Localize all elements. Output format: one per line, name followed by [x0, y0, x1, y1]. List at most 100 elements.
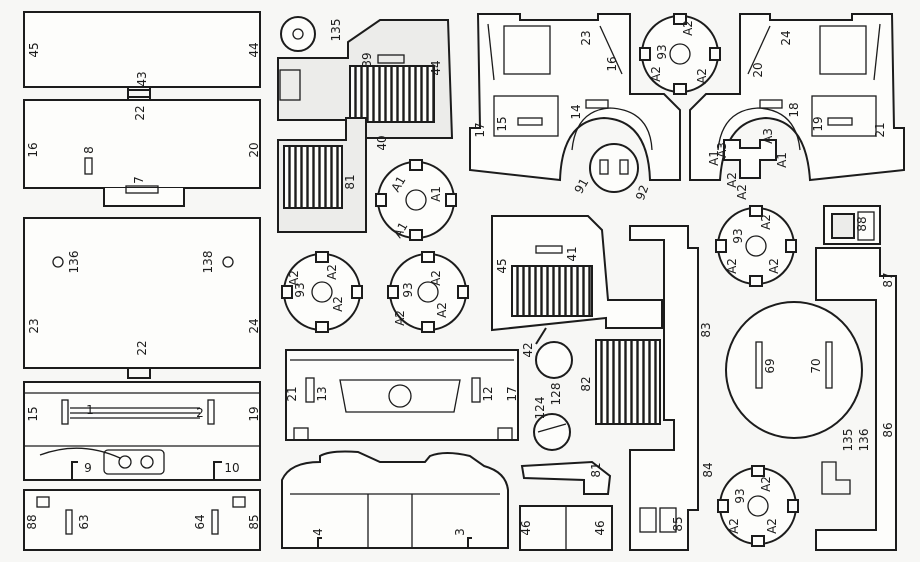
part-number-label: A2 — [765, 518, 779, 534]
part-number-label: 21 — [873, 122, 887, 137]
part-number-label: 88 — [855, 216, 869, 231]
part-number-label: 81 — [343, 174, 357, 189]
part-number-label: A2 — [331, 296, 345, 312]
part-number-label: 46 — [593, 520, 607, 535]
part-rim-91-92: 91 92 — [572, 143, 651, 202]
part-number-label: A1 — [391, 220, 411, 241]
part-number-label: A2 — [759, 476, 773, 492]
part-frame-83-84: 83 84 85 — [629, 225, 715, 551]
part-number-label: 44 — [247, 42, 261, 57]
part-number-label: 20 — [247, 142, 261, 157]
part-round-plate-69-70: 69 70 — [725, 301, 863, 439]
part-number-label: 22 — [133, 105, 147, 120]
part-grille-82: 82 — [579, 339, 661, 425]
part-number-label: 24 — [779, 30, 793, 45]
part-number-label: 21 — [285, 386, 299, 401]
part-number-label: 70 — [809, 358, 823, 373]
part-number-label: 13 — [315, 386, 329, 401]
part-base-strip: 88 63 64 85 — [23, 489, 261, 551]
part-number-label: 23 — [579, 30, 593, 45]
part-number-label: 1 — [86, 403, 94, 417]
part-dashboard: 21 13 12 17 — [285, 349, 519, 441]
part-number-label: 41 — [565, 246, 579, 261]
part-number-label: 124 — [533, 397, 547, 420]
part-number-label: 88 — [25, 514, 39, 529]
part-number-label: 63 — [77, 514, 91, 529]
part-rear-wall: 22 16 20 8 7 — [23, 89, 261, 207]
part-number-label: 16 — [26, 142, 40, 157]
part-number-label: A2 — [435, 302, 449, 318]
part-right-door: 24 20 18 19 21 — [689, 13, 905, 182]
part-wheel-left-1: 93 A2 A2 A2 — [281, 251, 363, 333]
part-number-label: 9 — [84, 461, 92, 475]
part-hood-panel: 45 41 — [491, 215, 663, 332]
part-number-label: 42 — [521, 342, 535, 357]
part-number-label: 84 — [701, 462, 715, 477]
part-wheel-a1: A1 A1 A1 — [375, 159, 457, 241]
part-wheel-left-2: 93 A2 A2 A2 — [387, 251, 469, 333]
part-lamp-124-128: 42 124 128 — [521, 327, 573, 451]
part-number-label: 93 — [655, 44, 669, 59]
part-number-label: 7 — [132, 176, 146, 184]
part-number-label: 3 — [453, 528, 467, 536]
part-number-label: 2 — [196, 406, 204, 420]
part-number-label: 15 — [26, 406, 40, 421]
part-number-label: 136 — [67, 251, 81, 274]
part-number-label: A2 — [287, 270, 301, 286]
part-number-label: 19 — [247, 406, 261, 421]
part-number-label: 18 — [787, 102, 801, 117]
part-number-label: 82 — [579, 376, 593, 391]
part-number-label: A2 — [735, 184, 749, 200]
part-number-label: A2 — [767, 258, 781, 274]
part-number-label: A2 — [695, 68, 709, 84]
part-number-label: 17 — [505, 386, 519, 401]
part-wheel-right-upper: 93 A2 A2 A2 — [715, 205, 797, 287]
part-wheel-top-center: 93 A2 A2 A2 — [639, 13, 721, 95]
part-fender-chassis: 4 3 — [281, 450, 509, 549]
part-number-label: 12 — [481, 386, 495, 401]
part-number-label: 23 — [27, 318, 41, 333]
part-number-label: A1 — [389, 174, 409, 195]
part-number-label: A2 — [725, 172, 739, 188]
part-number-label: 46 — [519, 520, 533, 535]
part-number-label: A2 — [681, 20, 695, 36]
part-rear-grille-panel: 39 44 40 — [277, 19, 454, 151]
part-number-label: 15 — [495, 116, 509, 131]
part-number-label: 93 — [733, 488, 747, 503]
part-number-label: A2 — [393, 310, 407, 326]
part-number-label: A2 — [429, 270, 443, 286]
part-number-label: 93 — [293, 282, 307, 297]
part-seat-88: 88 — [823, 205, 881, 245]
part-number-label: 8 — [82, 146, 96, 154]
part-number-label: 128 — [549, 383, 563, 406]
part-left-door: 23 16 17 15 14 — [469, 13, 681, 182]
part-number-label: 20 — [751, 62, 765, 77]
part-number-label: 92 — [633, 183, 651, 202]
part-number-label: 85 — [247, 514, 261, 529]
part-number-label: 16 — [605, 56, 619, 71]
part-number-label: 22 — [135, 340, 149, 355]
part-number-label: 39 — [360, 52, 374, 67]
part-number-label: 64 — [193, 514, 207, 529]
part-wheel-right-lower: 93 A2 A2 A2 — [717, 465, 799, 547]
part-number-label: 40 — [375, 135, 389, 150]
part-number-label: 4 — [311, 528, 325, 536]
part-number-label: 69 — [763, 358, 777, 373]
part-number-label: A1 — [707, 150, 721, 166]
part-number-label: 45 — [27, 42, 41, 57]
part-number-label: 86 — [881, 422, 895, 437]
part-number-label: 135 — [329, 19, 343, 42]
part-number-label: 136 — [857, 429, 871, 452]
part-number-label: 83 — [699, 322, 713, 337]
part-number-label: 10 — [224, 461, 239, 475]
part-number-label: A3 — [761, 128, 775, 144]
part-number-label: 93 — [731, 228, 745, 243]
part-number-label: 138 — [201, 251, 215, 274]
part-number-label: 24 — [247, 318, 261, 333]
part-number-label: A1 — [429, 186, 443, 202]
part-number-label: 81 — [589, 462, 603, 477]
part-number-label: A2 — [725, 258, 739, 274]
part-number-label: 135 — [841, 429, 855, 452]
